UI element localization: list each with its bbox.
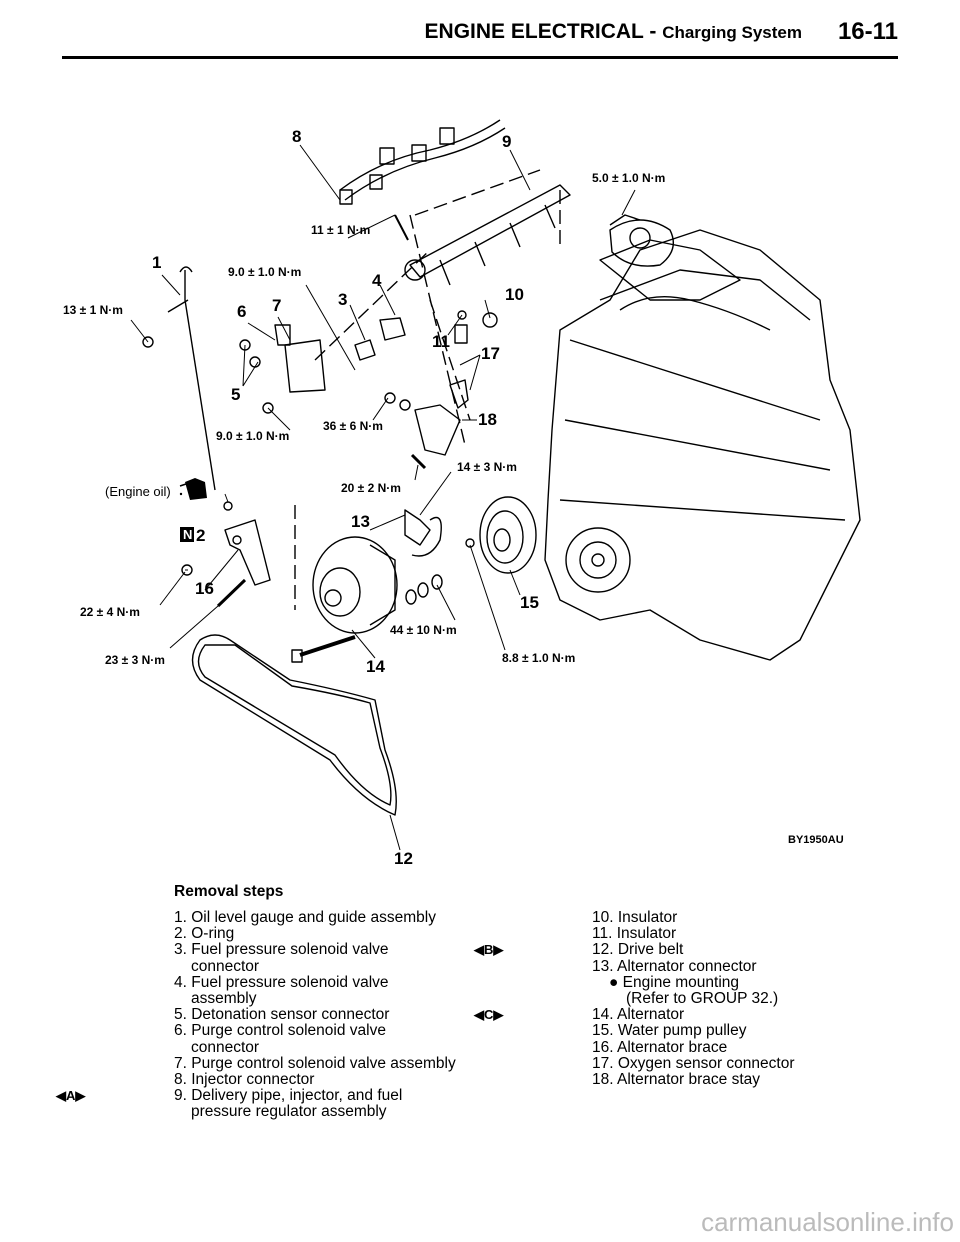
water-pump-pulley [479,496,537,574]
page-number: 16-11 [837,18,898,45]
callout-18: 18 [478,410,497,429]
removal-steps: Removal steps 1. Oil level gauge and gui… [56,883,874,1120]
torque-label: 8.8 ± 1.0 N·m [502,651,575,665]
delivery-pipe [409,184,571,278]
callout-15: 15 [520,593,539,612]
list-item: 2. O-ring [174,925,235,943]
callout-9: 9 [502,132,511,151]
list-item: ◀A▶ 9. Delivery pipe, injector, and fuel… [56,1087,403,1121]
list-item: ◀C▶ 14. Alternator [474,1006,685,1024]
dipstick [179,266,216,491]
callout-2: 2 [196,526,205,545]
oil-can-icon [179,478,207,500]
watermark: carmanualsonline.info [701,1207,954,1237]
list-item: ● Engine mounting(Refer to GROUP 32.) [609,973,779,1008]
callout-8: 8 [292,127,301,146]
header-rule [62,56,898,59]
list-item: 8. Injector connector [174,1071,315,1089]
callout-4: 4 [372,271,382,290]
callout-14: 14 [366,657,385,676]
list-item: 1. Oil level gauge and guide assembly [174,909,436,926]
list-item: 7. Purge control solenoid valve assembly [174,1054,456,1072]
list-item: ◀B▶ 12. Drive belt [474,941,684,959]
callout-5: 5 [231,385,240,404]
list-item: 16. Alternator brace [592,1038,728,1056]
page-header: ENGINE ELECTRICAL - Charging System 16-1… [62,14,898,59]
list-item: 17. Oxygen sensor connector [592,1054,795,1072]
callout-12: 12 [394,849,413,868]
torque-label: 14 ± 3 N·m [457,460,517,474]
step-marker-c: ◀C▶ [474,1007,504,1023]
step-marker-b: ◀B▶ [474,942,504,958]
page-title: ENGINE ELECTRICAL - Charging System [425,20,802,44]
torque-label: 22 ± 4 N·m [80,605,140,619]
callout-3: 3 [338,290,347,309]
figure-id: BY1950AU [788,834,844,846]
section-title: ENGINE ELECTRICAL - [424,20,657,43]
callout-13: 13 [351,512,370,531]
exploded-view-diagram: 1 2 3 4 5 6 7 8 9 10 11 12 13 14 15 16 1… [63,119,861,868]
section-subtitle: Charging System [662,23,802,42]
torque-label: 9.0 ± 1.0 N·m [228,265,301,279]
removal-steps-column-2: 10. Insulator 11. Insulator ◀B▶ 12. Driv… [474,909,852,1089]
alternator [312,536,398,634]
callout-11: 11 [432,332,450,351]
list-item: 18. Alternator brace stay [592,1071,761,1089]
callout-10: 10 [505,285,524,304]
torque-label: 9.0 ± 1.0 N·m [216,429,289,443]
list-item: 15. Water pump pulley [592,1022,747,1040]
removal-steps-heading: Removal steps [174,883,284,900]
step-marker-a: ◀A▶ [56,1088,86,1104]
torque-label: 23 ± 3 N·m [105,653,165,667]
bullet-icon: ● [609,973,623,991]
torque-label: 44 ± 10 N·m [390,623,457,637]
list-item: 10. Insulator [592,909,678,926]
torque-label: 13 ± 1 N·m [63,303,123,317]
callout-7: 7 [272,296,281,315]
removal-steps-column-1: 1. Oil level gauge and guide assembly 2.… [56,909,474,1121]
list-item: 11. Insulator [592,925,677,943]
torque-label: 36 ± 6 N·m [323,419,383,433]
drive-belt [191,634,397,816]
n-mark-text: N [183,527,192,542]
callout-1: 1 [152,253,161,272]
list-item: 13. Alternator connector [592,957,757,975]
callout-17: 17 [481,344,500,363]
torque-label: 5.0 ± 1.0 N·m [592,171,665,185]
callout-6: 6 [237,302,246,321]
engine-oil-label: (Engine oil) [105,484,171,499]
torque-label: 20 ± 2 N·m [341,481,401,495]
callout-16: 16 [195,579,214,598]
list-item: 5. Detonation sensor connector [174,1006,390,1024]
engine-block-outline [544,229,861,661]
n-mark-icon: N [180,527,194,542]
torque-label: 11 ± 1 N·m [311,223,370,237]
